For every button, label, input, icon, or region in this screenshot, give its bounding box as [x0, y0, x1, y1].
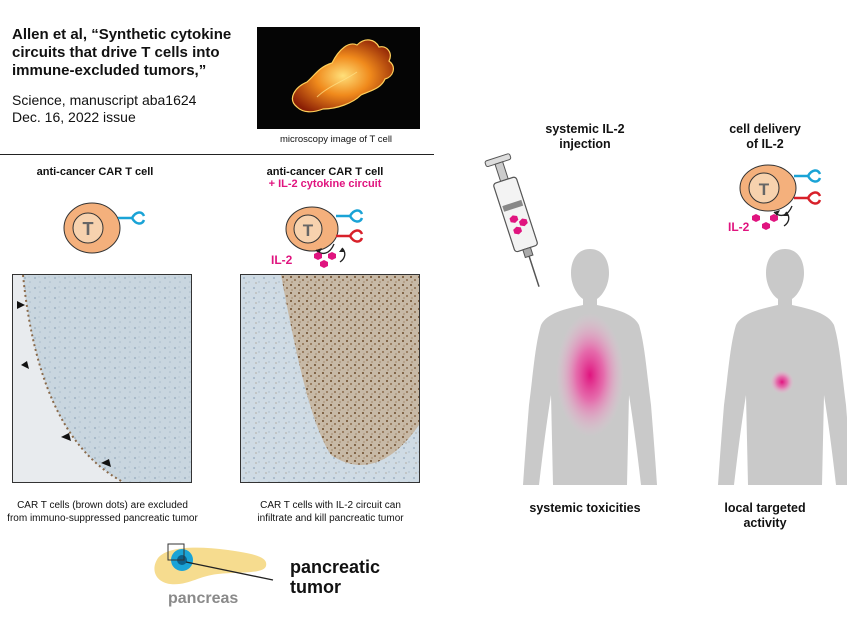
left-panel-caption: CAR T cells (brown dots) are excluded fr… — [0, 499, 205, 525]
left-caption-line2: from immuno-suppressed pancreatic tumor — [7, 513, 198, 524]
tumor-label-line1: pancreatic — [290, 557, 381, 577]
reference-journal: Science, manuscript aba1624 — [12, 92, 197, 108]
middle-micrograph — [240, 274, 420, 483]
tumor-label-line2: tumor — [290, 577, 341, 597]
local-outcome: local targeted activity — [700, 501, 830, 531]
microscopy-image — [257, 27, 420, 129]
local-header-line2: of IL-2 — [746, 137, 784, 151]
left-caption-line1: CAR T cells (brown dots) are excluded — [17, 500, 188, 511]
local-delivery-cell-diagram: T — [739, 164, 822, 230]
car-t-cell-diagram: T — [63, 202, 146, 254]
middle-panel-headers: anti-cancer CAR T cell + IL-2 cytokine c… — [245, 166, 405, 190]
reference-title: Allen et al, “Synthetic cytokine circuit… — [12, 26, 232, 79]
reference-issue: Dec. 16, 2022 issue — [12, 109, 136, 125]
syringe-icon — [484, 153, 540, 287]
middle-panel-subheader: + IL-2 cytokine circuit — [268, 178, 382, 190]
middle-caption-line1: CAR T cells with IL-2 circuit can — [260, 500, 401, 511]
section-divider — [0, 154, 434, 155]
left-cell-letter: T — [83, 219, 94, 239]
local-header: cell delivery of IL-2 — [700, 122, 830, 152]
pancreas-label: pancreas — [168, 590, 239, 607]
local-header-line1: cell delivery — [729, 122, 801, 136]
pancreas-diagram — [154, 543, 274, 585]
middle-panel-header: anti-cancer CAR T cell — [266, 166, 384, 178]
systemic-header-line2: injection — [559, 137, 611, 151]
reference-info: Science, manuscript aba1624 Dec. 16, 202… — [12, 92, 252, 126]
pancreatic-tumor-label: pancreatic tumor — [290, 557, 380, 597]
local-il2-label: IL-2 — [728, 220, 750, 234]
left-micrograph — [12, 274, 192, 483]
systemic-header-line1: systemic IL-2 — [545, 122, 625, 136]
local-body-silhouette — [718, 249, 847, 485]
middle-panel-caption: CAR T cells with IL-2 circuit can infilt… — [228, 499, 433, 525]
local-outcome-line2: activity — [743, 516, 787, 530]
middle-caption-line2: infiltrate and kill pancreatic tumor — [257, 513, 404, 524]
systemic-header: systemic IL-2 injection — [510, 122, 660, 152]
microscopy-caption: microscopy image of T cell — [279, 134, 393, 145]
middle-cell-letter: T — [303, 221, 314, 240]
middle-il2-label: IL-2 — [271, 253, 293, 267]
local-cell-letter: T — [759, 180, 770, 199]
systemic-outcome: systemic toxicities — [529, 501, 641, 515]
car-t-il2-cell-diagram: T — [285, 206, 364, 268]
systemic-body-silhouette — [523, 249, 657, 485]
local-outcome-line1: local targeted — [724, 501, 806, 515]
left-panel-header: anti-cancer CAR T cell — [36, 166, 154, 178]
